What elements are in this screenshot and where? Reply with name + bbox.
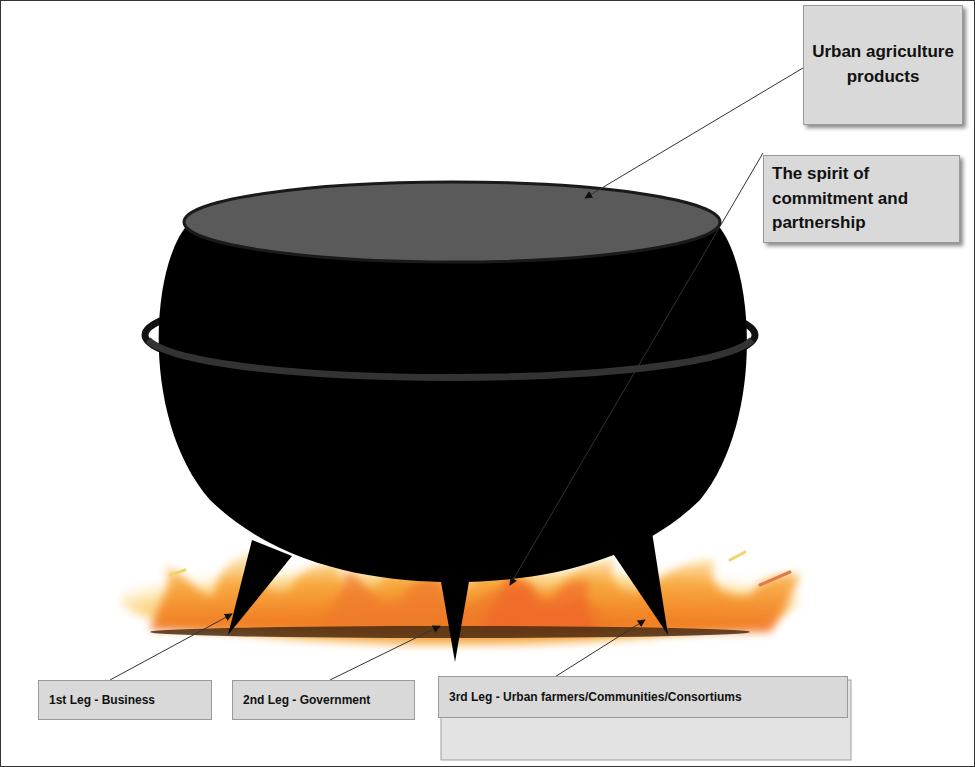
pot-leg (440, 576, 470, 662)
callout-box: Urban agriculture products (803, 5, 963, 125)
pot-handle-front (148, 340, 752, 378)
leg-label-box: 1st Leg - Business (38, 680, 212, 720)
pot-leg (228, 540, 292, 635)
leader-line (550, 620, 645, 680)
leader-line (330, 626, 440, 680)
leader-line (510, 153, 763, 585)
pot-leg (612, 532, 668, 635)
node-text: 2nd Leg - Government (243, 693, 404, 707)
leader-lines (110, 68, 803, 680)
node-text: Urban agriculture products (812, 40, 954, 89)
leg-label-box: 2nd Leg - Government (232, 680, 415, 720)
leg-label-box: 3rd Leg - Urban farmers/Communities/Cons… (438, 676, 848, 718)
node-text: 3rd Leg - Urban farmers/Communities/Cons… (449, 690, 837, 704)
leader-line (110, 614, 232, 680)
pot-body (159, 222, 747, 582)
pot-lid (184, 182, 720, 262)
node-text: The spirit of commitment and partnership (772, 162, 951, 236)
callout-box: The spirit of commitment and partnership (763, 155, 960, 243)
node-text: 1st Leg - Business (49, 693, 201, 707)
